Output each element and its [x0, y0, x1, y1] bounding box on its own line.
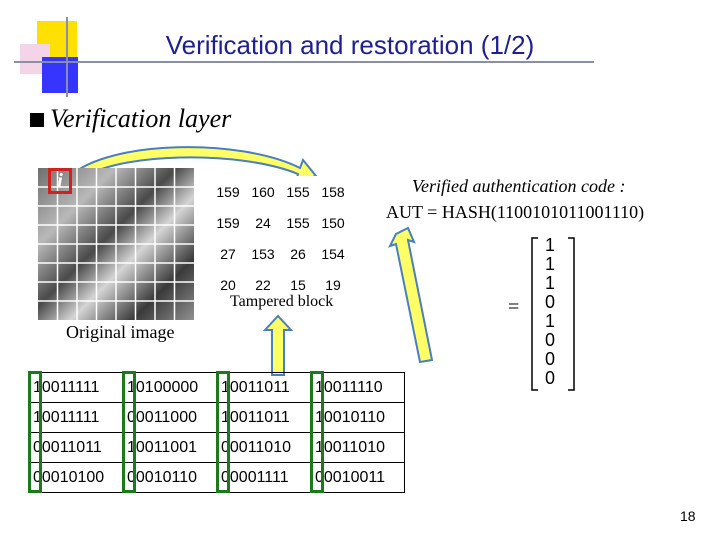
pixel-cell: 154: [315, 238, 351, 270]
vector-bit: 1: [544, 235, 555, 255]
block-i-marker: i: [48, 168, 72, 194]
binary-cell: 10011110: [310, 372, 405, 403]
verified-code-label: Verified authentication code :: [412, 176, 626, 196]
pixel-cell: 158: [315, 176, 351, 208]
table-row: 00010100 00010110 00001111 00010011: [28, 462, 405, 493]
auth-code-vector: 1 1 1 0 1 0 0 0: [542, 236, 558, 388]
pixel-cell: 159: [210, 207, 246, 239]
pixel-cell: 153: [245, 238, 281, 270]
vector-bit: 0: [544, 349, 555, 369]
bullet-text: Verification layer: [50, 104, 232, 133]
lsb-highlight-col-4: [310, 371, 324, 493]
binary-cell: 10011010: [310, 432, 405, 463]
table-row: 10011111 00011000 10011011 10010110: [28, 402, 405, 433]
pixel-cell: 155: [280, 207, 316, 239]
binary-cell: 00011000: [122, 402, 217, 433]
aut-arrow-icon: [388, 226, 434, 364]
binary-cell: 10011111: [28, 372, 123, 403]
binary-cell: 10011011: [216, 372, 311, 403]
binary-cell: 10011111: [28, 402, 123, 433]
deco-vertical-line: [66, 17, 68, 97]
pixel-cell: 26: [280, 238, 316, 270]
deco-blue-square: [42, 57, 78, 93]
lsb-highlight-col-2: [122, 371, 136, 493]
image-grid: [38, 168, 194, 320]
pixel-cell: 24: [245, 207, 281, 239]
pixel-cell: 155: [280, 176, 316, 208]
pixel-cell: 15: [280, 269, 316, 301]
table-row: 20 22 15 19: [210, 269, 351, 301]
binary-cell: 00011010: [216, 432, 311, 463]
vector-bit: 1: [544, 273, 555, 293]
binary-cell: 10100000: [122, 372, 217, 403]
vector-bit: 0: [544, 292, 555, 312]
vector-brackets: [531, 237, 575, 391]
vector-bit: 1: [544, 311, 555, 331]
pixel-cell: 159: [210, 176, 246, 208]
tampered-up-arrow-icon: [262, 314, 294, 376]
original-image: [38, 168, 194, 320]
pixel-cell: 22: [245, 269, 281, 301]
pixel-cell: 27: [210, 238, 246, 270]
vector-bit: 0: [544, 368, 555, 388]
tampered-block-table: 159 160 155 158 159 24 155 150 27 153 26…: [210, 176, 351, 301]
equals-sign: =: [508, 296, 520, 318]
binary-cell: 00001111: [216, 462, 311, 493]
binary-cell: 00010100: [28, 462, 123, 493]
tampered-block-label: Tampered block: [230, 293, 334, 310]
vector-bit: 1: [544, 254, 555, 274]
original-image-caption: Original image: [66, 322, 175, 342]
table-row: 27 153 26 154: [210, 238, 351, 270]
binary-cell: 10011001: [122, 432, 217, 463]
table-row: 159 24 155 150: [210, 207, 351, 239]
pixel-cell: 19: [315, 269, 351, 301]
aut-formula: AUT = HASH(1100101011001110): [386, 202, 645, 222]
slide-title: Verification and restoration (1/2): [165, 30, 535, 60]
deco-horizontal-line: [14, 61, 594, 63]
binary-cell: 00010011: [310, 462, 405, 493]
table-row: 159 160 155 158: [210, 176, 351, 208]
lsb-highlight-col-3: [216, 371, 230, 493]
vector-bit: 0: [544, 330, 555, 350]
lsb-highlight-col-1: [28, 371, 42, 493]
binary-cell: 10010110: [310, 402, 405, 433]
binary-cell: 00010110: [122, 462, 217, 493]
pixel-cell: 160: [245, 176, 281, 208]
binary-cell: 00011011: [28, 432, 123, 463]
bullet-square-icon: [30, 113, 44, 127]
pixel-cell: 20: [210, 269, 246, 301]
pixel-cell: 150: [315, 207, 351, 239]
binary-cell: 10011011: [216, 402, 311, 433]
page-number: 18: [680, 508, 696, 524]
